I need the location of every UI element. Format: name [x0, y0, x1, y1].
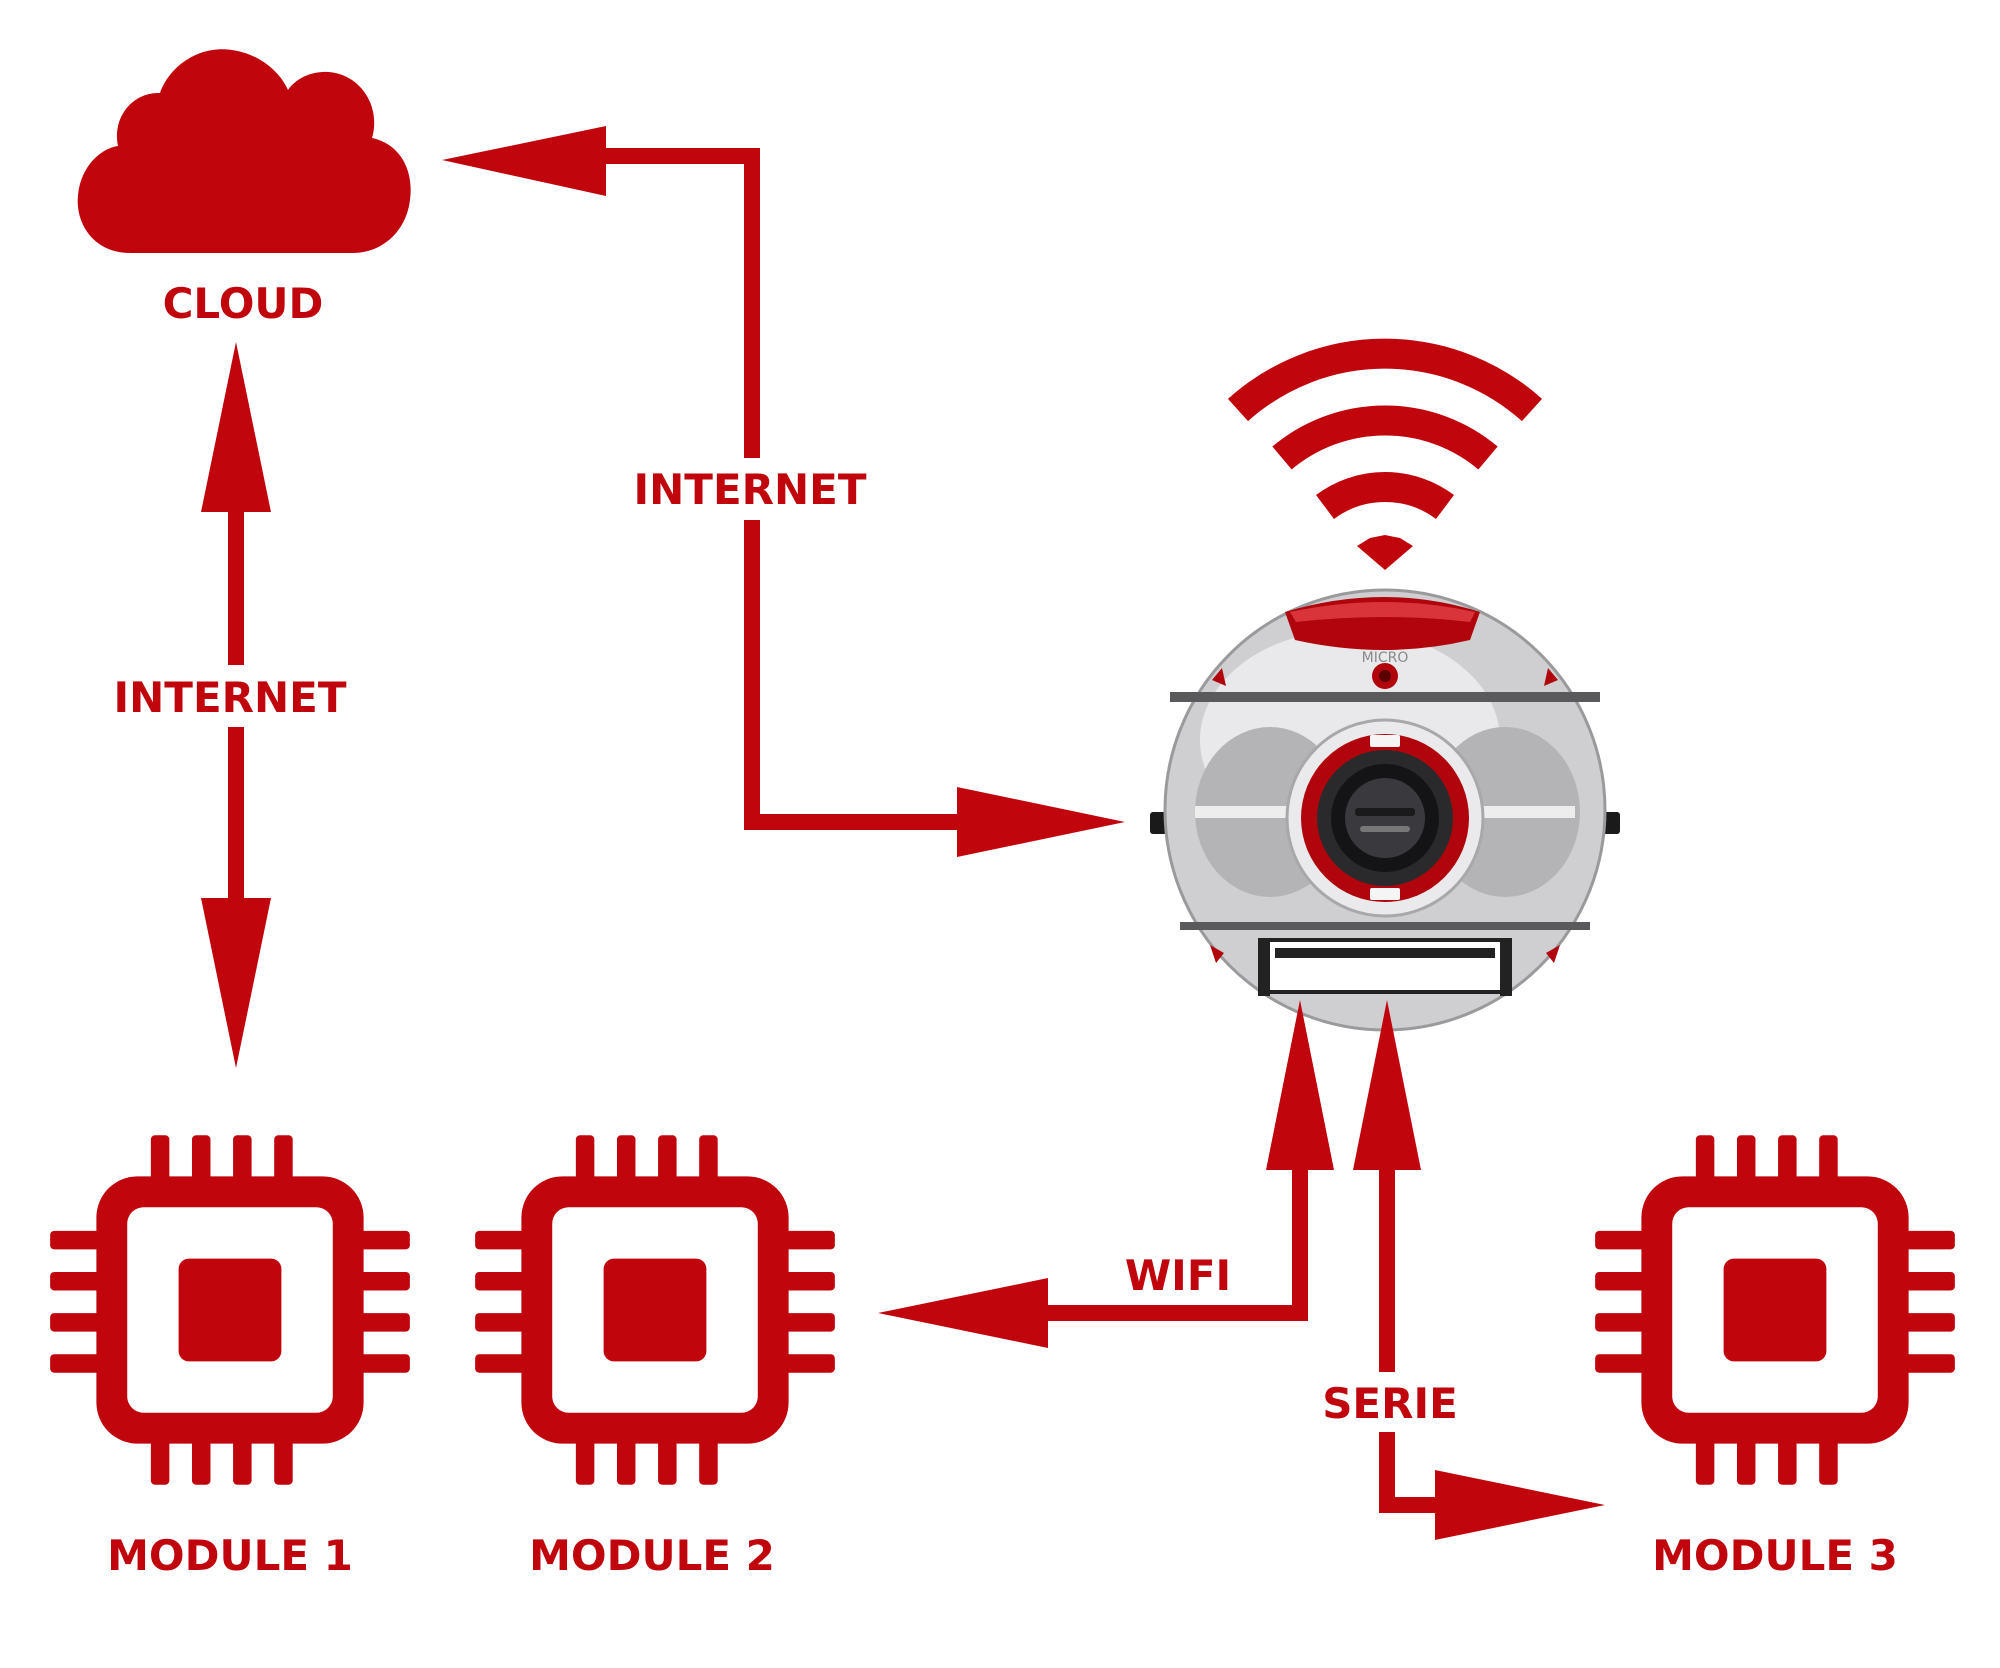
arrowhead-left: [442, 126, 606, 196]
device-node: MICRO: [1150, 338, 1620, 1032]
module-1-label: MODULE 1: [107, 1531, 353, 1580]
module-1-node: MODULE 1: [50, 1135, 410, 1580]
module-3-label: MODULE 3: [1652, 1531, 1898, 1580]
camera-device-icon: MICRO: [1150, 588, 1620, 1032]
arrowhead-right: [1435, 1470, 1605, 1540]
cloud-icon: [77, 49, 411, 253]
connector-label-serie: SERIE: [1322, 1379, 1458, 1428]
device-badge-text: MICRO: [1362, 650, 1409, 666]
arrowhead-up: [1353, 1000, 1421, 1170]
arrowhead-up: [201, 342, 271, 512]
arrowhead-right: [957, 787, 1125, 857]
connector-cloud-device: INTERNET: [442, 126, 1125, 857]
connector-device-module2: WIFI: [878, 1000, 1334, 1348]
arrowhead-down: [201, 898, 271, 1068]
cloud-label: CLOUD: [163, 279, 324, 328]
cloud-node: CLOUD: [77, 49, 411, 328]
connector-cloud-module1: INTERNET: [108, 342, 364, 1068]
chip-icon: [475, 1135, 835, 1485]
wifi-icon: [1227, 338, 1543, 570]
arrowhead-up: [1266, 1000, 1334, 1170]
connector-label-internet-left: INTERNET: [114, 673, 347, 722]
module-2-node: MODULE 2: [475, 1135, 835, 1580]
arrowhead-left: [878, 1278, 1048, 1348]
connector-label-internet-middle: INTERNET: [634, 465, 867, 514]
connector-label-wifi: WIFI: [1125, 1251, 1231, 1300]
chip-icon: [50, 1135, 410, 1485]
chip-icon: [1595, 1135, 1955, 1485]
connector-device-module3: SERIE: [1316, 1000, 1605, 1540]
module-2-label: MODULE 2: [529, 1531, 775, 1580]
module-3-node: MODULE 3: [1595, 1135, 1955, 1580]
